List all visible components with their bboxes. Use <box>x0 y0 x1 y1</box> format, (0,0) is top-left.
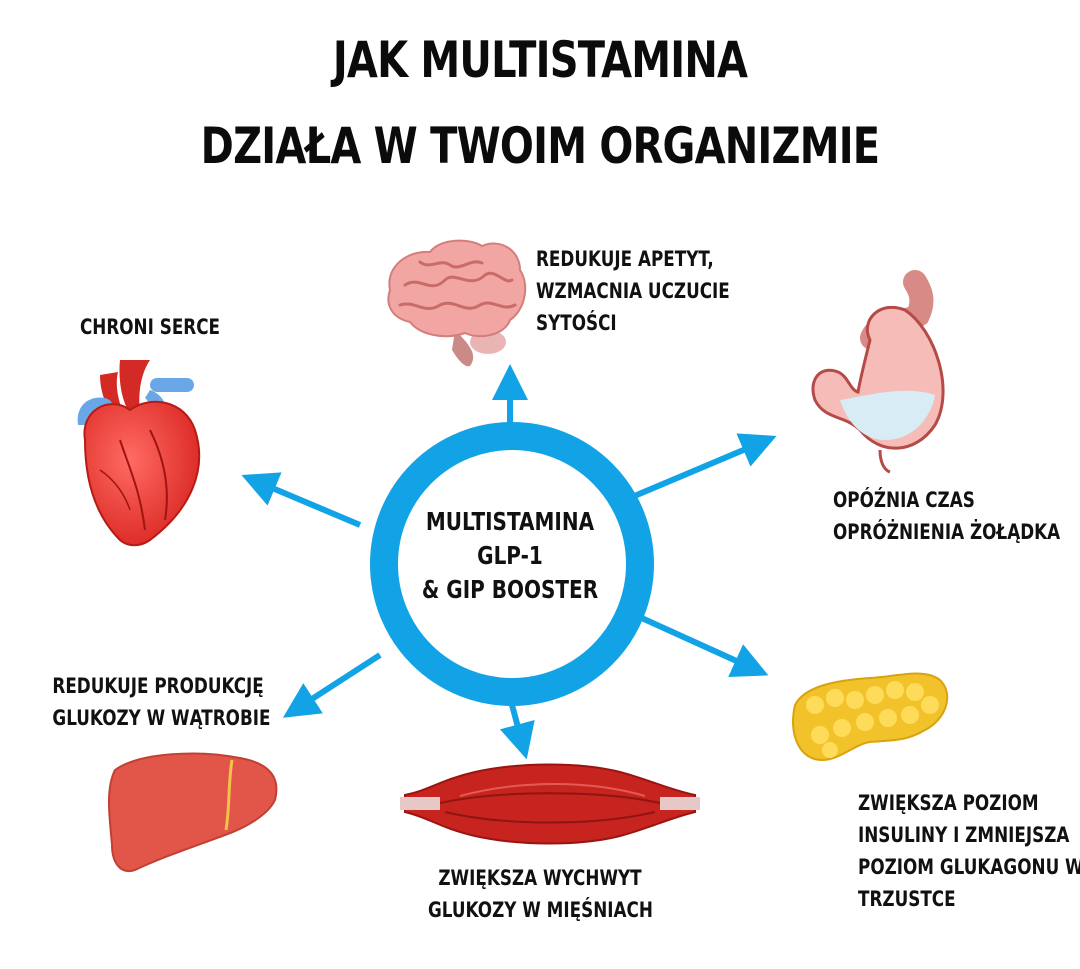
liver-icon <box>107 752 278 873</box>
title-line-1: JAK MULTISTAMINA <box>332 31 748 89</box>
stomach-icon <box>811 270 945 474</box>
effect-label-line: CHRONI SERCE <box>79 315 221 339</box>
effect-label-muscle: ZWIĘKSZA WYCHWYT GLUKOZY W MIĘŚNIACH <box>428 862 653 926</box>
center-ring <box>370 422 654 706</box>
effect-label-line: GLUKOZY W MIĘŚNIACH <box>428 898 653 922</box>
brain-icon <box>387 239 527 367</box>
effect-label-line: ZWIĘKSZA POZIOM <box>858 791 1039 815</box>
effect-label-line: REDUKUJE PRODUKCJĘ <box>52 674 264 698</box>
arrow-pancreas <box>633 612 769 677</box>
effect-label-line: POZIOM GLUKAGONU W <box>858 855 1080 879</box>
effect-label-heart: CHRONI SERCE <box>70 311 230 343</box>
title-line-2: DZIAŁA W TWOIM ORGANIZMIE <box>200 117 880 175</box>
effect-label-pancreas: ZWIĘKSZA POZIOM INSULINY I ZMNIEJSZA POZ… <box>858 787 1080 915</box>
arrows <box>241 364 777 760</box>
heart-icon <box>77 360 201 547</box>
muscle-icon <box>400 763 700 845</box>
effect-label-line: OPRÓŻNIENIA ŻOŁĄDKA <box>833 520 1061 544</box>
center-label-line: GLP-1 <box>477 541 543 570</box>
effect-label-line: WZMACNIA UCZUCIE <box>536 279 730 303</box>
effect-label-brain: REDUKUJE APETYT, WZMACNIA UCZUCIE SYTOŚC… <box>536 243 730 339</box>
effect-label-line: GLUKOZY W WĄTROBIE <box>52 706 271 730</box>
effect-label-line: REDUKUJE APETYT, <box>536 247 714 271</box>
arrow-muscle <box>499 704 535 760</box>
effect-label-line: ZWIĘKSZA WYCHWYT <box>438 866 642 890</box>
effect-label-stomach: OPÓŹNIA CZAS OPRÓŻNIENIA ŻOŁĄDKA <box>833 484 1060 548</box>
effect-label-line: INSULINY I ZMNIEJSZA <box>858 823 1070 847</box>
center-label-line: & GIP BOOSTER <box>421 575 599 604</box>
effect-label-liver: REDUKUJE PRODUKCJĘ GLUKOZY W WĄTROBIE <box>52 670 271 734</box>
arrow-liver <box>282 652 382 718</box>
arrow-heart <box>241 472 362 528</box>
pancreas-icon <box>792 672 949 762</box>
center-label: MULTISTAMINA GLP-1 & GIP BOOSTER <box>414 505 606 607</box>
arrow-stomach <box>623 433 777 503</box>
effect-label-line: SYTOŚCI <box>536 311 617 335</box>
effect-label-line: OPÓŹNIA CZAS <box>833 488 975 512</box>
center-label-line: MULTISTAMINA <box>425 507 595 536</box>
effect-label-line: TRZUSTCE <box>858 887 956 911</box>
